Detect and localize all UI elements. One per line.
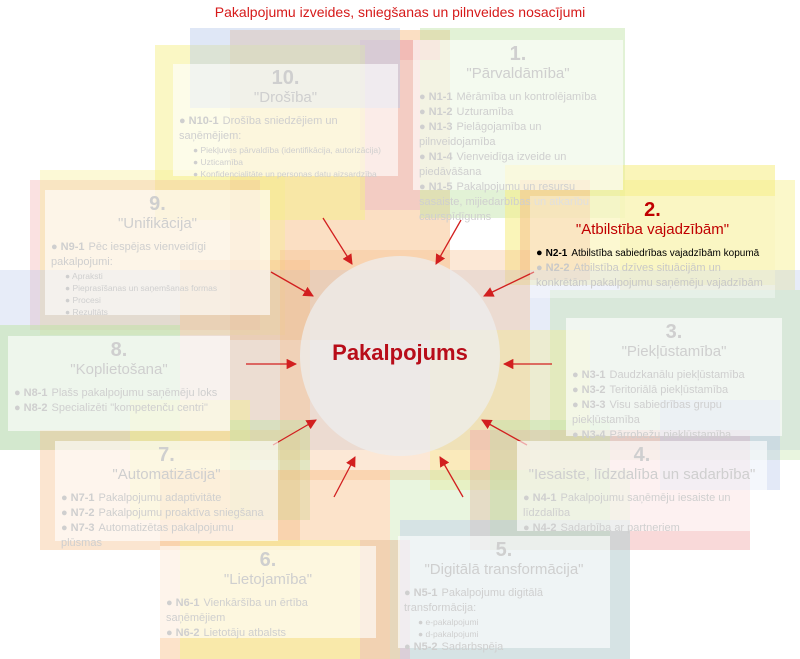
sub-item: ● Procesi [65, 295, 101, 305]
principle-number: 10. [271, 67, 300, 89]
principle-name: "Koplietošana" [70, 361, 168, 378]
principle-number: 8. [110, 339, 128, 361]
sub-item: ● e-pakalpojumi [418, 617, 479, 627]
diagram-title: Pakalpojumu izveides, sniegšanas un piln… [214, 4, 586, 20]
principle-number: 2. [644, 199, 661, 221]
sub-item: ● Uzticamība [193, 157, 244, 167]
principle-name: "Digitālā transformācija" [424, 561, 584, 578]
principle-name: "Drošība" [253, 89, 318, 106]
principle-number: 4. [633, 444, 651, 466]
principle-name: "Iesaiste, līdzdalība un sadarbība" [528, 466, 756, 483]
sub-item: ● Rezultāts [65, 307, 108, 317]
principle-box-4: 4. "Iesaiste, līdzdalība un sadarbība" ●… [517, 441, 767, 534]
sub-item: ● Konfidencialitāte un personas datu aiz… [193, 169, 377, 179]
principle-number: 6. [259, 549, 277, 571]
principle-name: "Unifikācija" [117, 215, 197, 232]
principle-name: "Atbilstība vajadzībām" [575, 221, 730, 238]
principle-number: 9. [149, 193, 166, 215]
principle-number: 7. [158, 444, 175, 466]
sub-item: ● Apraksti [65, 271, 103, 281]
principle-name: "Pārvaldāmība" [466, 65, 570, 82]
principle-name: "Piekļūstamība" [621, 343, 727, 360]
sub-item: ● Piekļuves pārvaldība (identifikācija, … [193, 145, 381, 155]
principle-name: "Automatizācija" [112, 466, 221, 483]
center-label: Pakalpojums [332, 340, 468, 365]
principle-number: 3. [665, 321, 683, 343]
sub-item: ● Pieprasīšanas un saņemšanas formas [65, 283, 218, 293]
principle-number: 5. [495, 539, 513, 561]
principle-name: "Lietojamība" [223, 571, 313, 588]
sub-item: ● d-pakalpojumi [418, 629, 479, 639]
principle-number: 1. [509, 43, 527, 65]
